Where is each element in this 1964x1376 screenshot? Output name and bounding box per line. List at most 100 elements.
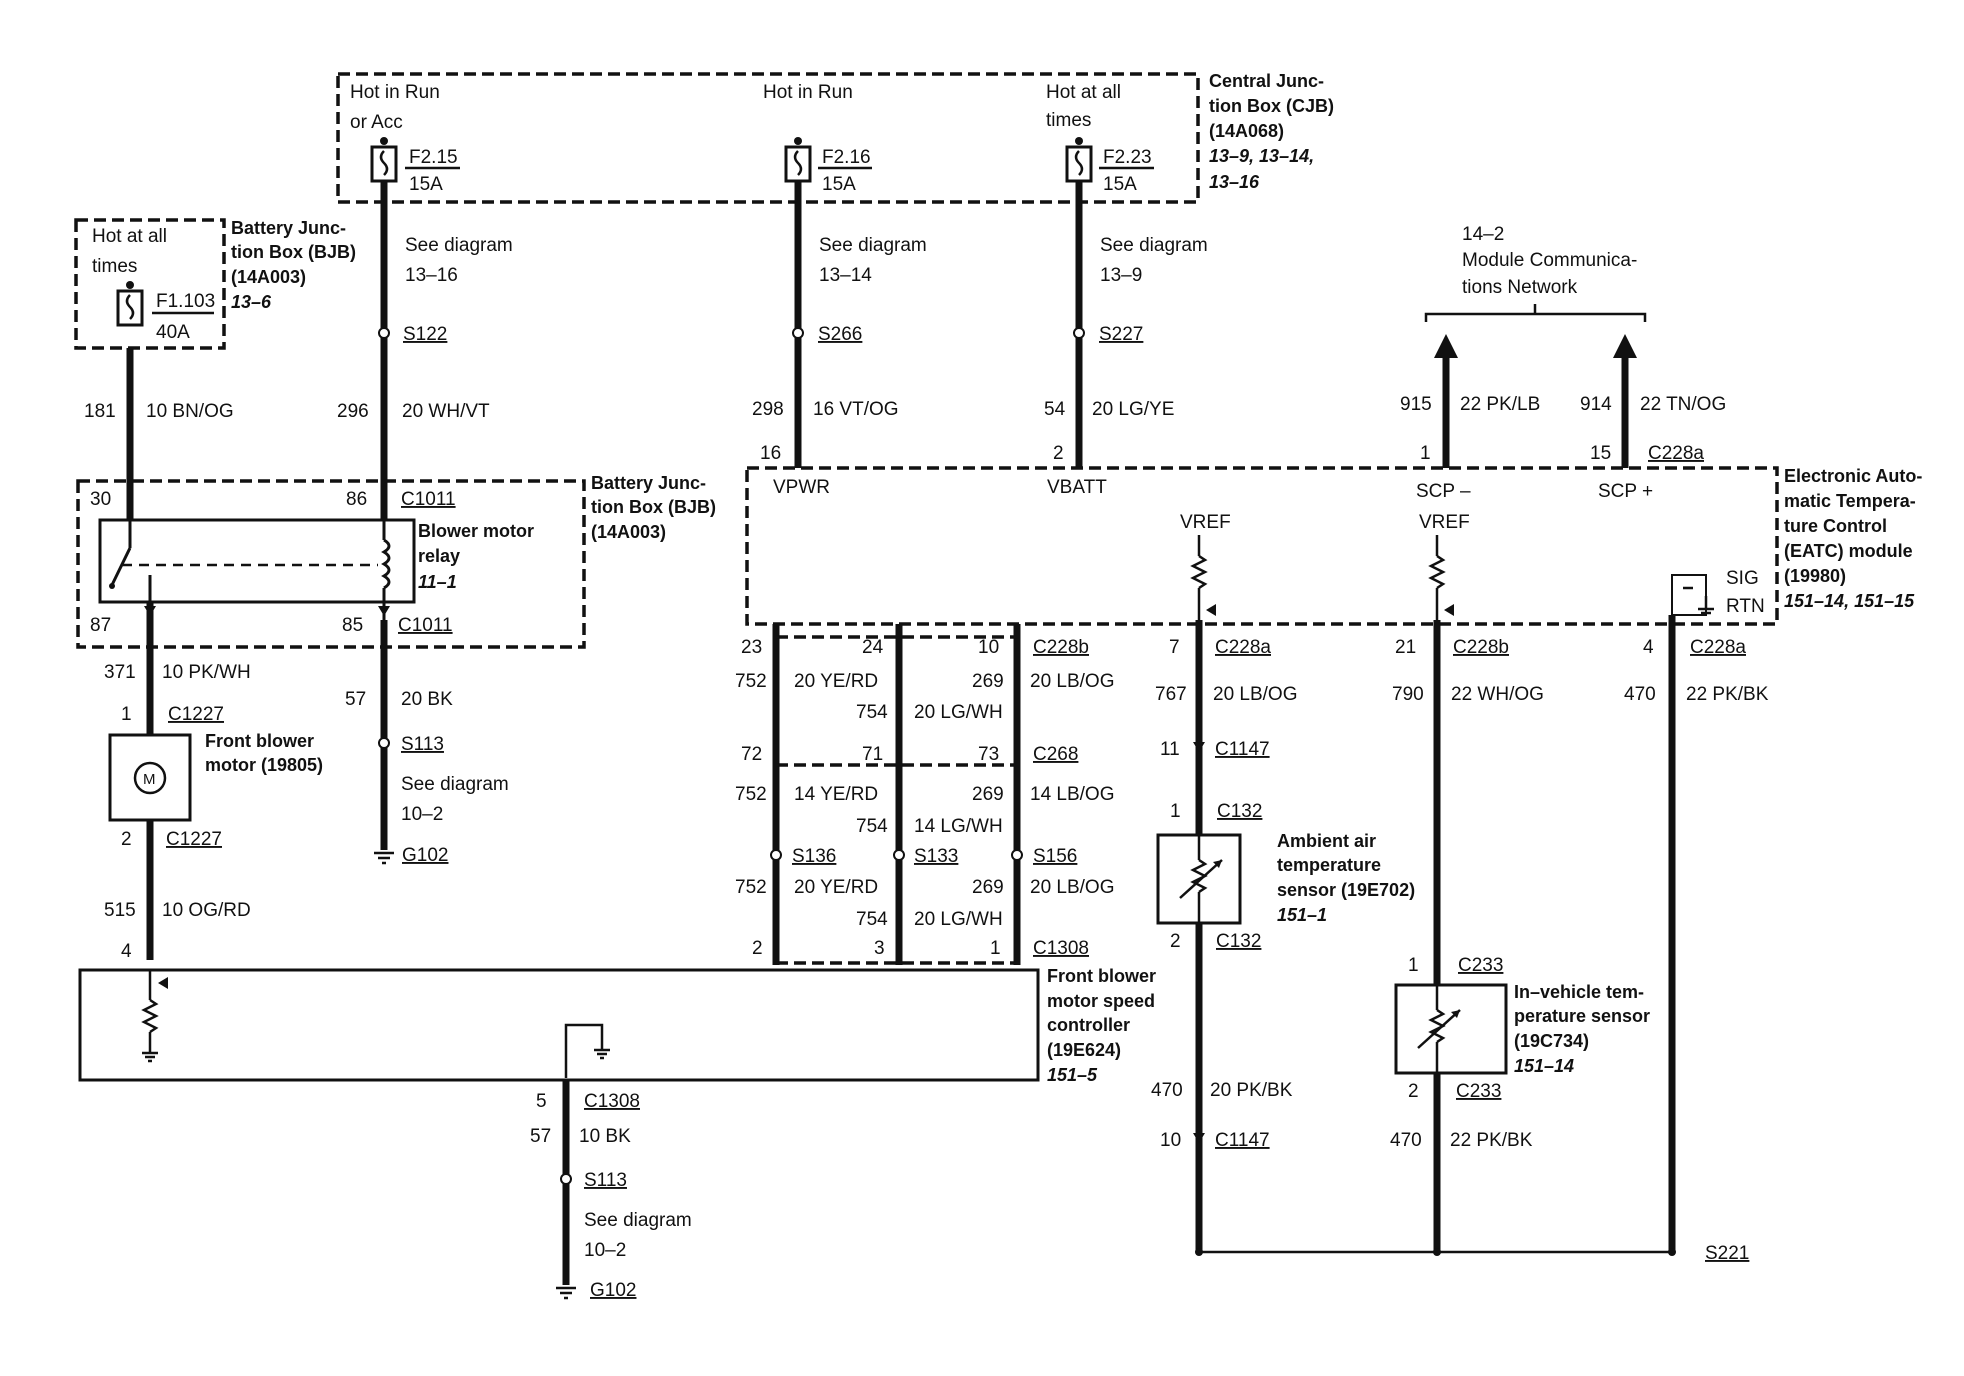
cjb-title-line3: (14A068) (1209, 121, 1284, 141)
eatc-title-line1: Electronic Auto- (1784, 466, 1922, 486)
c268-pin-71: 71 (862, 744, 883, 765)
wire-54-color: 20 LG/YE (1092, 399, 1174, 420)
fuse-f223-icon (1065, 137, 1093, 183)
ambient-title-line3: sensor (19E702) (1277, 880, 1415, 900)
fuse-f223-name: F2.23 (1103, 147, 1152, 168)
wire-790-color: 22 WH/OG (1451, 684, 1544, 705)
row2-752-circuit: 752 (735, 784, 767, 805)
fuse-f216-name: F2.16 (822, 147, 871, 168)
row1-269-color: 20 LB/OG (1030, 671, 1115, 692)
bjb-title-line1: Battery Junc- (231, 218, 346, 238)
relay-pin-86: 86 (346, 489, 367, 510)
splice-s133: S133 (914, 846, 958, 867)
wire-371-color: 10 PK/WH (162, 662, 251, 683)
eatc-conn-c228a-top: C228a (1648, 443, 1704, 464)
ambient-conn-c228a: C228a (1215, 637, 1271, 658)
network-ref: 14–2 (1462, 224, 1504, 245)
ambient-inline-conn-c1147: C1147 (1215, 739, 1270, 760)
thermistor-icon (1179, 835, 1223, 923)
eatc-vref-2: VREF (1419, 512, 1470, 533)
fuse-f216-icon (784, 137, 812, 183)
wire-470-circuit: 470 (1624, 684, 1656, 705)
eatc-pin-1: 1 (1420, 443, 1431, 464)
wire-470-color: 22 PK/BK (1686, 684, 1769, 705)
wire-296-color: 20 WH/VT (402, 401, 490, 422)
eatc-title-line5: (19980) (1784, 566, 1846, 586)
thermistor-icon (1417, 985, 1461, 1073)
row1-752-color: 20 YE/RD (794, 671, 878, 692)
motor-title-line2: motor (19805) (205, 755, 323, 775)
fuse-f215-amps: 15A (409, 174, 443, 195)
relay-see-line1: See diagram (401, 774, 509, 795)
relay-title-line2: relay (418, 546, 460, 566)
wire-915-circuit: 915 (1400, 394, 1432, 415)
eatc-rtn: RTN (1726, 596, 1765, 617)
row1-754-color: 20 LG/WH (914, 702, 1003, 723)
eatc-scp-plus: SCP + (1598, 481, 1653, 502)
eatc-pin-15: 15 (1590, 443, 1611, 464)
row2-754-color: 14 LG/WH (914, 816, 1003, 837)
bjb-title-line3: (14A003) (231, 267, 306, 287)
eatc-title-line4: (EATC) module (1784, 541, 1913, 561)
fuse-f223-amps: 15A (1103, 174, 1137, 195)
bjb-fuse-power-line1: Hot at all (92, 226, 167, 247)
ambient-inline-pin-10: 10 (1160, 1130, 1181, 1151)
invehicle-sensor-conn-top: C233 (1458, 955, 1503, 976)
fuse-f215-name: F2.15 (409, 147, 458, 168)
cjb-title-line1: Central Junc- (1209, 71, 1324, 91)
blower-relay (98, 518, 416, 604)
invehicle-sensor-pin-2: 2 (1408, 1081, 1419, 1102)
eatc-vbatt: VBATT (1047, 477, 1107, 498)
motor-pin-2: 2 (121, 829, 132, 850)
ambient-sensor-conn-top: C132 (1217, 801, 1262, 822)
c1308-pin-3: 3 (874, 938, 885, 959)
invehicle-out-color: 22 PK/BK (1450, 1130, 1533, 1151)
bjb-relay-title-line3: (14A003) (591, 522, 666, 542)
bjb-relay-box (76, 479, 586, 649)
bjb-fuse-power-line2: times (92, 256, 137, 277)
ambient-inline-pin-11: 11 (1160, 739, 1180, 760)
ground-icon (142, 1051, 158, 1063)
relay-pin-85: 85 (342, 615, 363, 636)
ambient-title-line1: Ambient air (1277, 831, 1376, 851)
splice-s122: S122 (403, 324, 447, 345)
arrow-up-icon (1434, 334, 1458, 358)
wire-298-color: 16 VT/OG (813, 399, 899, 420)
fuse-f215-power-line2: or Acc (350, 112, 403, 133)
invehicle-sensor-pin-1: 1 (1408, 955, 1419, 976)
ambient-inline-conn-c1147-2: C1147 (1215, 1130, 1270, 1151)
motor-conn-bottom: C1227 (166, 829, 222, 850)
ambient-sensor-conn-bottom: C132 (1216, 931, 1261, 952)
see-diagram-139-line1: See diagram (1100, 235, 1208, 256)
conn-c268: C268 (1033, 744, 1078, 765)
fuse-f215-power-line1: Hot in Run (350, 82, 440, 103)
invehicle-title-line1: In–vehicle tem- (1514, 982, 1644, 1002)
splice-s113-controller: S113 (584, 1170, 627, 1191)
controller-see-line2: 10–2 (584, 1240, 626, 1261)
eatc-pin-2: 2 (1053, 443, 1064, 464)
ambient-title-line2: temperature (1277, 855, 1381, 875)
cjb-title-line2: tion Box (CJB) (1209, 96, 1334, 116)
row3-752-color: 20 YE/RD (794, 877, 878, 898)
row1-269-circuit: 269 (972, 671, 1004, 692)
resistor-icon (141, 970, 168, 1052)
eatc-sig: SIG (1726, 568, 1759, 589)
motor-icon (133, 761, 167, 795)
c1308-pin-2: 2 (752, 938, 763, 959)
bjb-fuse-box (74, 218, 226, 350)
wire-296-circuit: 296 (337, 401, 369, 422)
network-bracket (1424, 312, 1647, 322)
motor-pin-1: 1 (121, 704, 132, 725)
wire-767-color: 20 LB/OG (1213, 684, 1298, 705)
wire-790-circuit: 790 (1392, 684, 1424, 705)
wire-767-circuit: 767 (1155, 684, 1187, 705)
controller-title-line4: (19E624) (1047, 1040, 1121, 1060)
ambient-out-color: 20 PK/BK (1210, 1080, 1293, 1101)
c268-pin-73: 73 (978, 744, 999, 765)
fuse-f223-power-line2: times (1046, 110, 1091, 131)
conn-c228b: C228b (1033, 637, 1089, 658)
fuse-f215-icon (370, 137, 398, 183)
splice-s113-relay: S113 (401, 734, 444, 755)
fuse-f223-power-line1: Hot at all (1046, 82, 1121, 103)
